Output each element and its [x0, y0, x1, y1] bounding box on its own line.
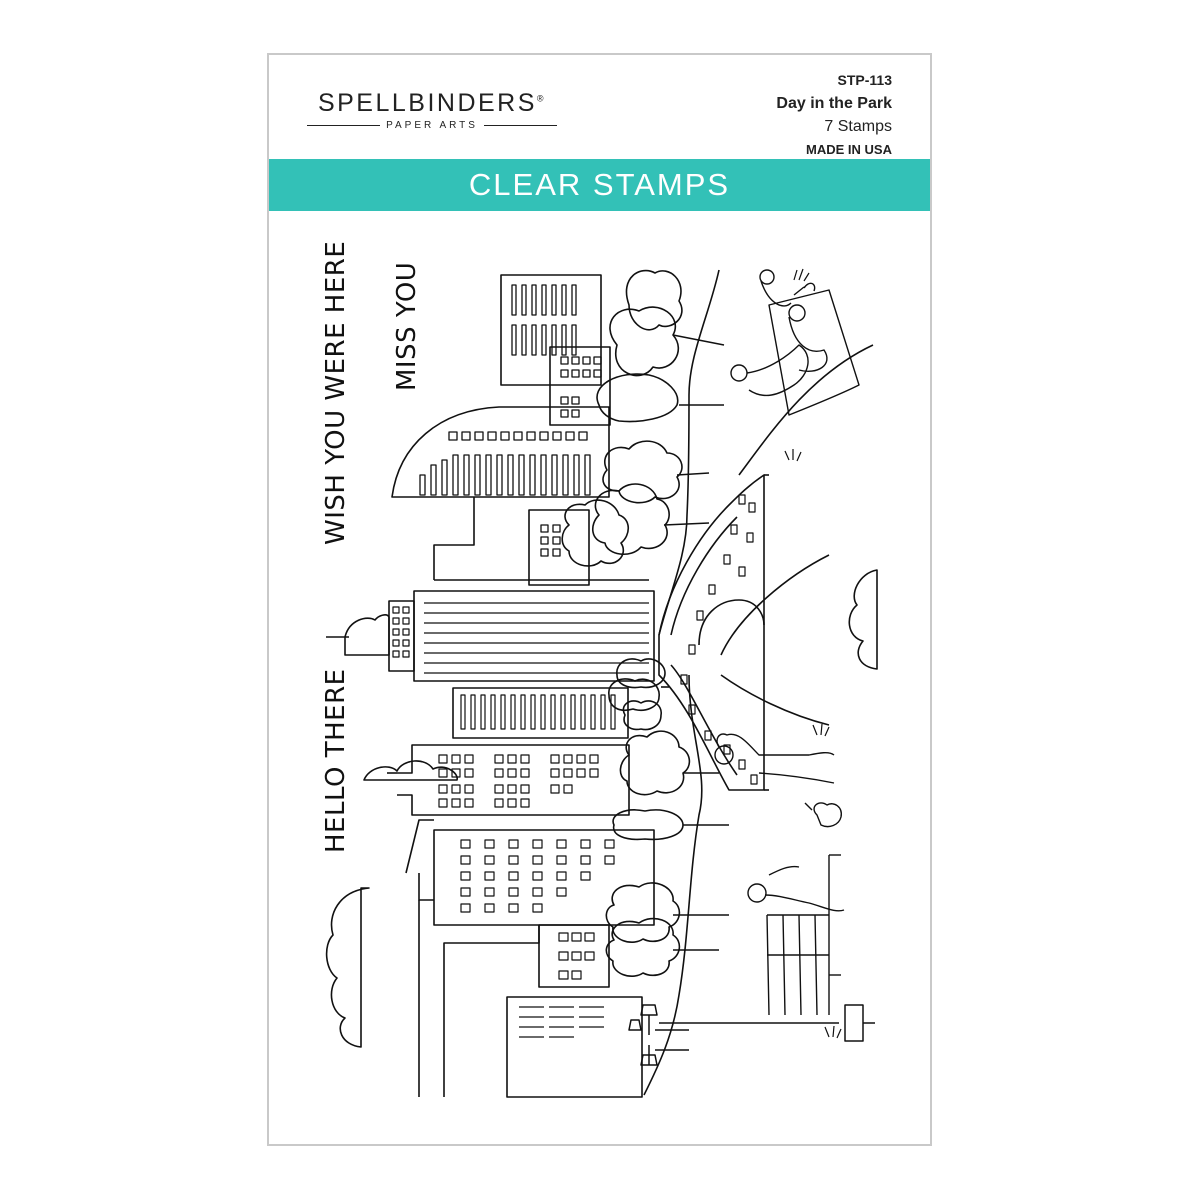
trees: [561, 269, 729, 977]
brand-logo: SPELLBINDERS® PAPER ARTS: [307, 89, 557, 131]
brand-name: SPELLBINDERS®: [317, 89, 547, 117]
park-paths: [643, 269, 874, 1096]
skyline: [326, 274, 655, 1098]
dog: [813, 802, 842, 828]
clear-stamps-banner: CLEAR STAMPS: [269, 159, 930, 211]
product-card: SPELLBINDERS® PAPER ARTS STP-113 Day in …: [267, 53, 932, 1146]
park-bench: [766, 855, 830, 1016]
grass-tufts: [784, 268, 842, 1039]
bridge: [658, 474, 769, 791]
person-walking: [716, 733, 835, 784]
picnic-blanket: [768, 289, 860, 416]
cloud-bottom: [363, 760, 458, 781]
product-code: STP-113: [837, 72, 892, 88]
cloud-right: [848, 569, 878, 670]
origin-label: MADE IN USA: [806, 142, 892, 157]
brand-tagline: PAPER ARTS: [386, 120, 478, 131]
stamp-count: 7 Stamps: [824, 118, 892, 135]
lamp-posts: [628, 1004, 875, 1066]
city-park-stamp-illustration: [325, 268, 878, 1098]
product-name: Day in the Park: [776, 95, 892, 112]
banner-label: CLEAR STAMPS: [468, 167, 731, 202]
cloud-left: [325, 887, 370, 1048]
people: [714, 269, 860, 1016]
product-info: STP-113 Day in the Park 7 Stamps MADE IN…: [776, 69, 892, 161]
